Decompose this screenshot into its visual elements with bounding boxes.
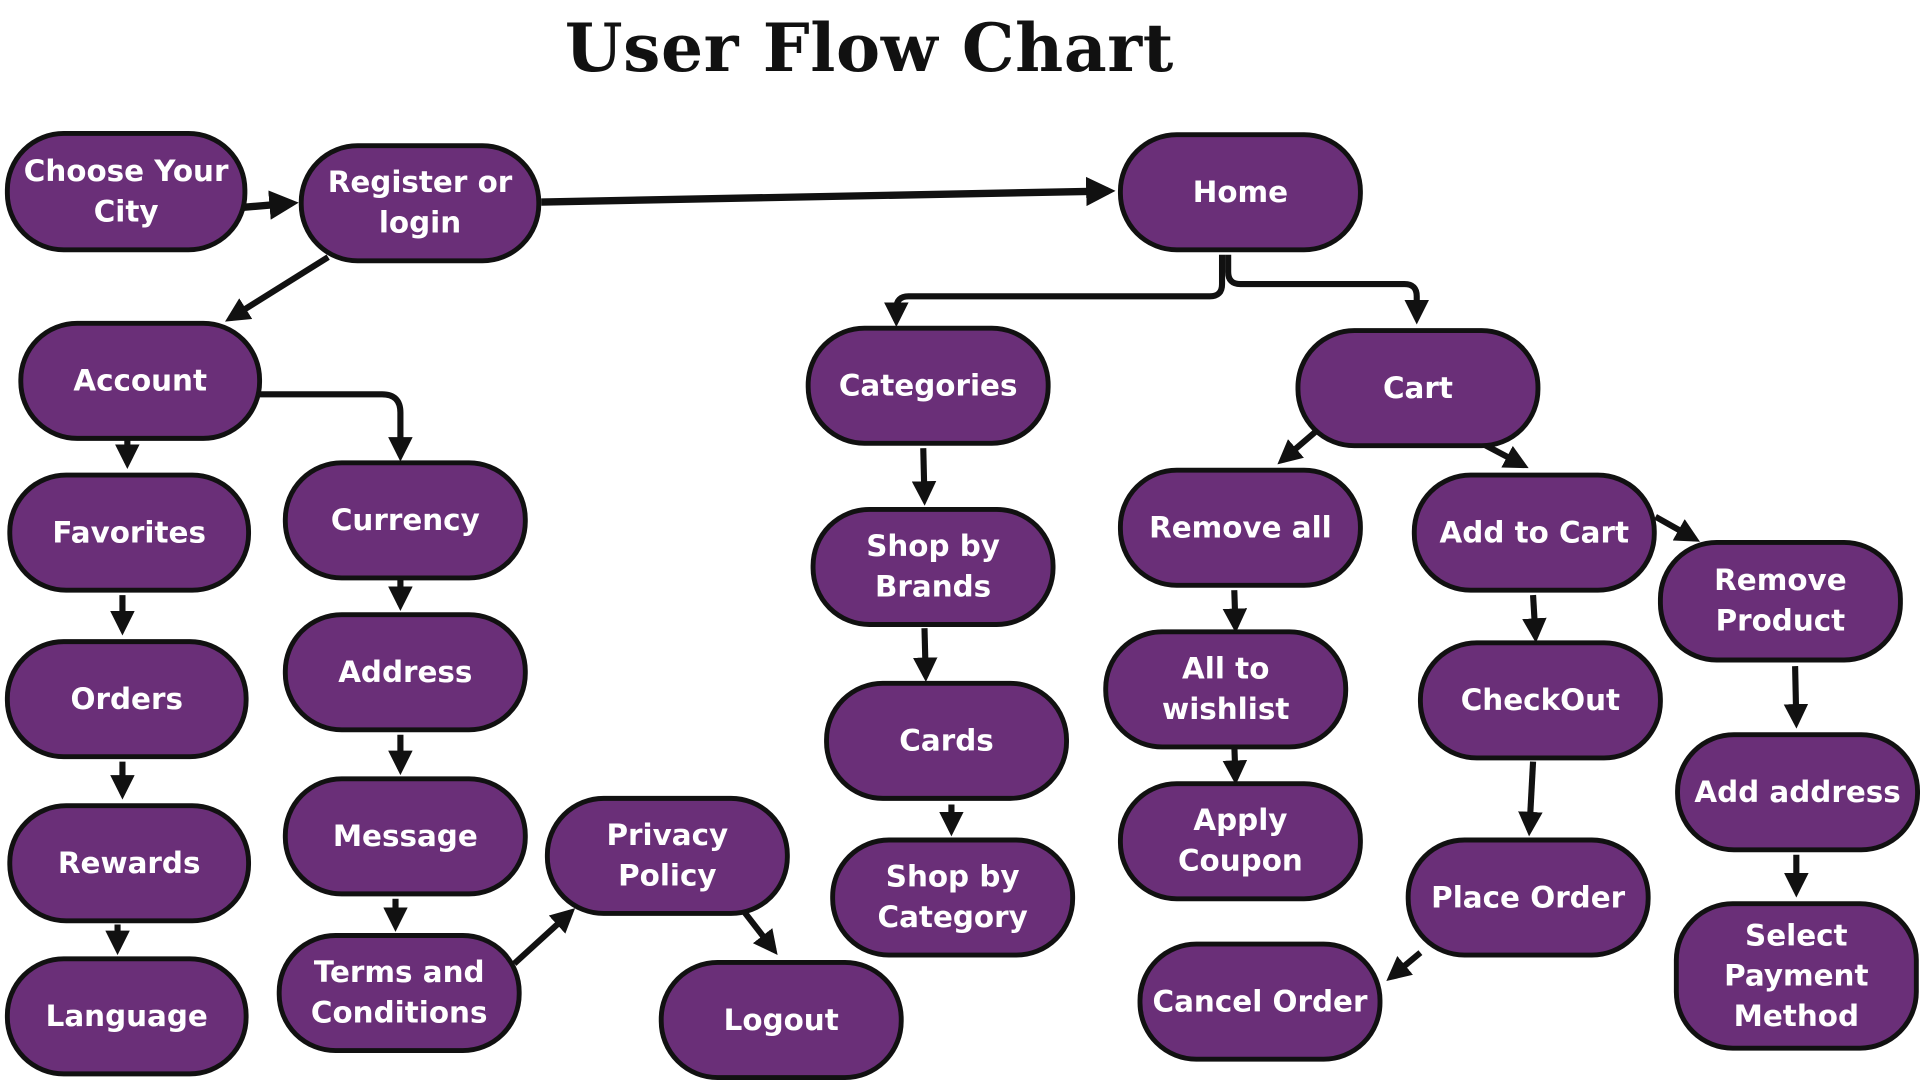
arrow-categories-to-brands — [911, 448, 937, 506]
node-select-payment-method[interactable]: Select Payment Method — [1673, 901, 1919, 1051]
node-label: Home — [1192, 174, 1289, 209]
node-label: Cancel Order — [1152, 983, 1368, 1019]
node-account[interactable]: Account — [18, 320, 263, 441]
node-currency[interactable]: Currency — [282, 460, 528, 581]
arrow-register-to-home — [541, 176, 1116, 207]
node-label: Rewards — [57, 845, 201, 880]
node-terms-and-conditions[interactable]: Terms and Conditions — [276, 933, 522, 1054]
node-language[interactable]: Language — [4, 956, 249, 1077]
node-message[interactable]: Message — [282, 776, 528, 897]
arrow-home-to-cart — [1225, 254, 1429, 325]
node-label: Select Payment Method — [1724, 917, 1869, 1033]
node-favorites[interactable]: Favorites — [7, 472, 252, 593]
arrow-place-order-to-cancel-order — [1386, 950, 1423, 982]
node-add-address[interactable]: Add address — [1675, 732, 1920, 853]
node-apply-coupon[interactable]: Apply Coupon — [1117, 781, 1363, 902]
node-label: Add to Cart — [1439, 514, 1630, 550]
node-categories[interactable]: Categories — [805, 325, 1051, 446]
node-add-to-cart[interactable]: Add to Cart — [1411, 472, 1657, 593]
node-label: Remove all — [1149, 510, 1332, 545]
node-label: Apply Coupon — [1177, 803, 1303, 878]
node-privacy-policy[interactable]: Privacy Policy — [544, 795, 790, 916]
arrow-checkout-to-place-order — [1518, 761, 1543, 837]
node-label: Currency — [330, 502, 480, 537]
arrow-privacy-to-logout — [742, 910, 778, 956]
node-label: Privacy Policy — [606, 817, 729, 893]
node-shop-by-brands[interactable]: Shop by Brands — [810, 506, 1056, 627]
node-cart[interactable]: Cart — [1295, 328, 1541, 449]
node-label: Language — [45, 998, 208, 1033]
node-choose-your-city[interactable]: Choose Your City — [4, 131, 248, 253]
node-remove-all[interactable]: Remove all — [1117, 467, 1363, 588]
node-label: CheckOut — [1460, 682, 1621, 717]
node-label: Logout — [723, 1002, 839, 1037]
arrow-terms-to-privacy — [512, 908, 576, 966]
chart-title: User Flow Chart — [564, 8, 1174, 87]
node-shop-by-category[interactable]: Shop by Category — [830, 837, 1076, 958]
node-label: Place Order — [1431, 879, 1626, 915]
node-home[interactable]: Home — [1117, 132, 1363, 253]
arrow-add-to-cart-to-remove-product — [1654, 514, 1701, 542]
arrow-add-to-cart-to-checkout — [1522, 594, 1547, 643]
node-checkout[interactable]: CheckOut — [1417, 640, 1663, 761]
node-all-to-wishlist[interactable]: All to wishlist — [1103, 629, 1349, 750]
arrow-cart-to-remove-all — [1277, 428, 1319, 465]
node-cancel-order[interactable]: Cancel Order — [1137, 941, 1383, 1062]
arrow-account-to-currency — [247, 391, 413, 462]
node-register-or-login[interactable]: Register or login — [298, 143, 542, 264]
node-orders[interactable]: Orders — [4, 639, 249, 760]
node-label: Add address — [1694, 774, 1901, 809]
node-rewards[interactable]: Rewards — [7, 803, 252, 924]
node-label: Remove Product — [1714, 563, 1847, 638]
arrow-remove-all-to-wishlist — [1222, 590, 1248, 634]
node-remove-product[interactable]: Remove Product — [1657, 540, 1903, 663]
node-label: Address — [338, 654, 473, 689]
node-label: Register or login — [327, 165, 513, 240]
node-label: Categories — [838, 367, 1018, 403]
arrow-home-to-categories — [884, 254, 1226, 327]
node-label: All to wishlist — [1162, 651, 1290, 727]
arrow-remove-product-to-add-address — [1783, 666, 1809, 729]
node-label: Orders — [70, 681, 183, 716]
node-label: Choose Your City — [23, 153, 229, 229]
arrow-register-to-account — [225, 254, 330, 322]
node-address[interactable]: Address — [282, 612, 528, 733]
node-label: Shop by Brands — [866, 528, 1000, 604]
arrow-wishlist-to-coupon — [1222, 744, 1248, 785]
node-label: Favorites — [52, 514, 206, 550]
arrow-brands-to-cards — [913, 628, 938, 683]
node-label: Cards — [899, 723, 994, 758]
node-label: Shop by Category — [877, 859, 1028, 935]
node-label: Terms and Conditions — [310, 955, 488, 1030]
node-place-order[interactable]: Place Order — [1405, 837, 1651, 958]
node-label: Message — [332, 818, 478, 853]
node-label: Cart — [1382, 370, 1453, 405]
node-logout[interactable]: Logout — [658, 960, 904, 1080]
node-cards[interactable]: Cards — [824, 680, 1069, 801]
node-label: Account — [73, 363, 208, 398]
